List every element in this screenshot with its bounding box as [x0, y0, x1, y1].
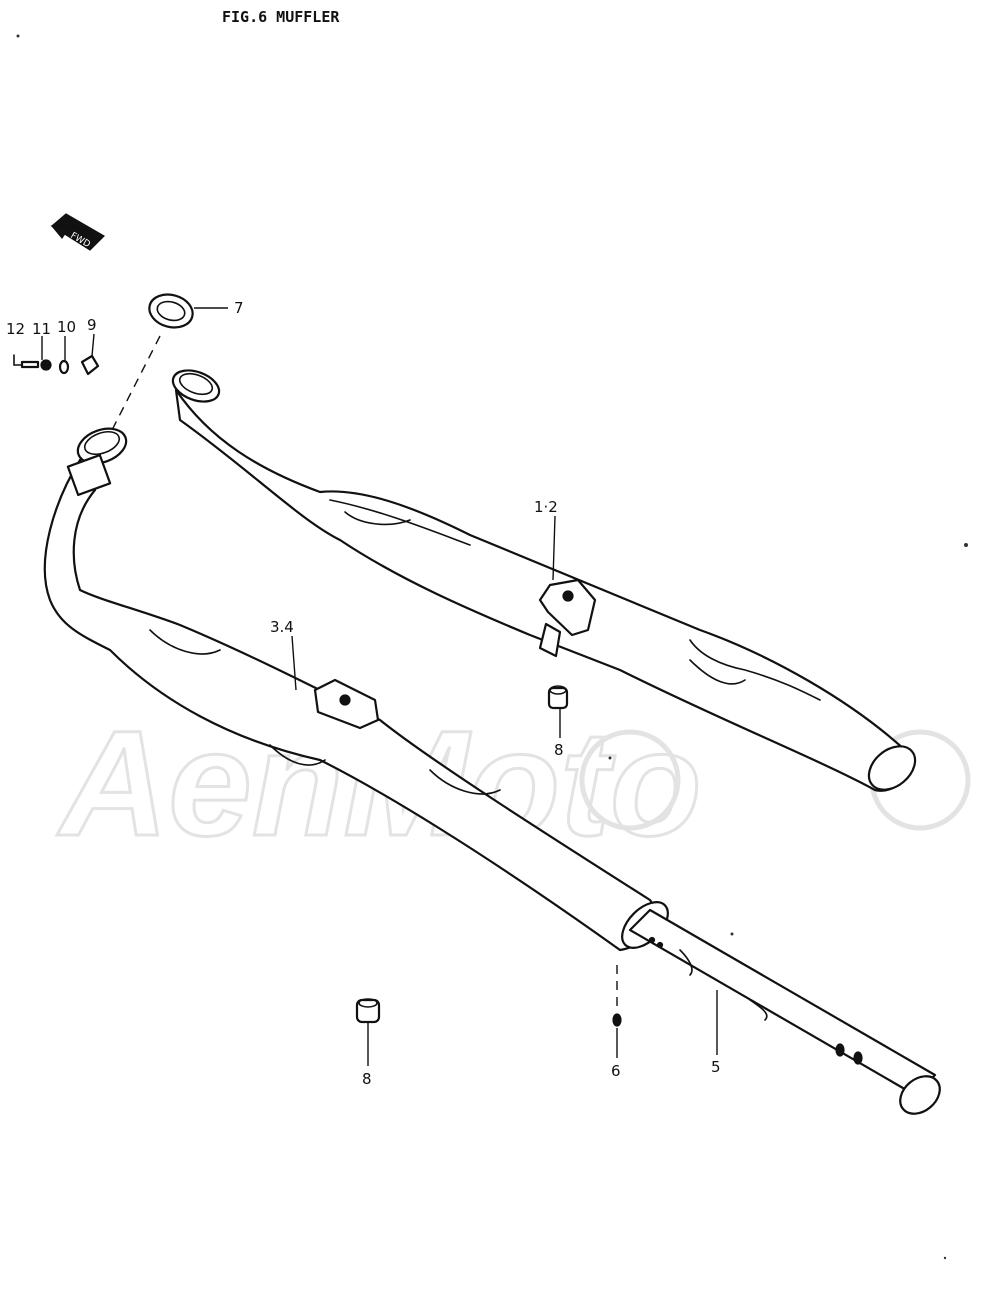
gasket-alignment-line — [111, 335, 161, 431]
bolt-nut-washer-set — [13, 333, 100, 376]
callout-11: 11 — [32, 320, 51, 338]
nut-upper — [547, 685, 569, 738]
callout-9: 9 — [87, 316, 97, 334]
nut-lower — [355, 998, 381, 1066]
callout-7: 7 — [234, 299, 244, 317]
scan-noise — [16, 34, 968, 1260]
callout-12: 12 — [6, 320, 25, 338]
exhaust-gasket — [148, 293, 228, 329]
callout-1-2: 1·2 — [534, 498, 558, 516]
right-muffler — [171, 369, 917, 792]
callout-5: 5 — [711, 1058, 721, 1076]
tail-pipe — [628, 908, 941, 1115]
figure-title: FIG.6 MUFFLER — [222, 8, 340, 26]
callout-6: 6 — [611, 1062, 621, 1080]
callout-8-lower: 8 — [362, 1070, 372, 1088]
front-direction-arrow-icon: FWD — [50, 213, 105, 251]
callout-8-upper: 8 — [554, 741, 564, 759]
callout-3-4: 3.4 — [270, 618, 294, 636]
callout-10: 10 — [57, 318, 76, 336]
tail-pipe-screw — [612, 965, 622, 1058]
